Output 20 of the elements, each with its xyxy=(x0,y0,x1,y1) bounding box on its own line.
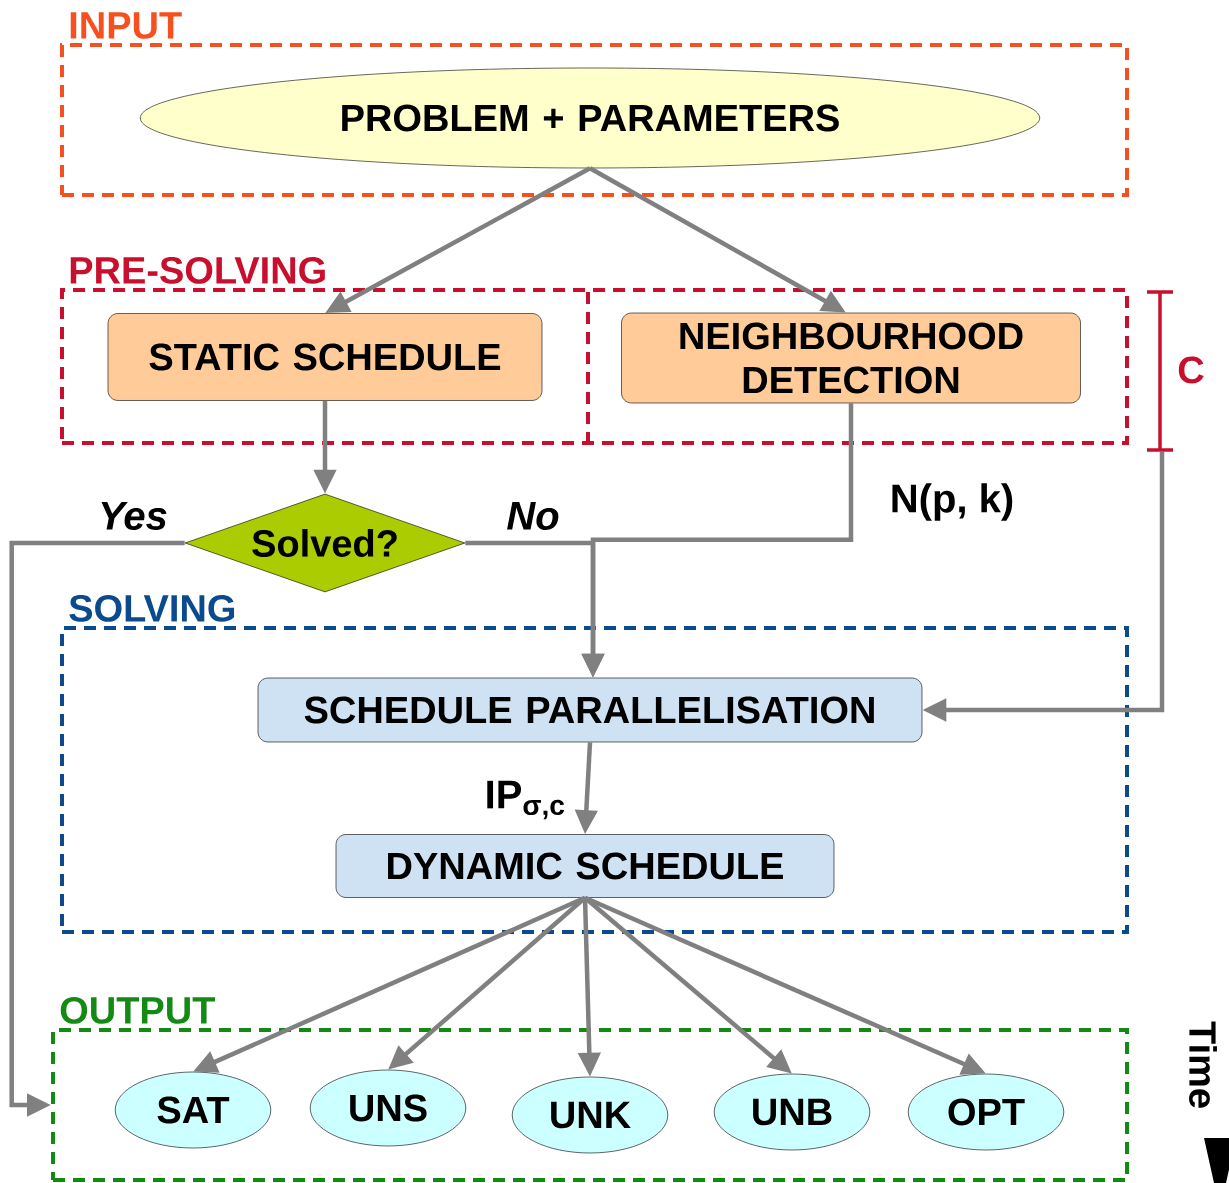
node-label: PRE-SOLVING xyxy=(70,256,325,284)
node-label: OUTPUT xyxy=(60,996,216,1024)
process-box: STATIC SCHEDULE xyxy=(107,313,543,401)
edge-label: Yes xyxy=(101,502,167,530)
text-label: Time xyxy=(1189,1021,1217,1108)
ellipse-node: UNK xyxy=(511,1076,669,1154)
ellipse-node: SAT xyxy=(114,1071,272,1149)
ellipse-node: PROBLEM + PARAMETERS xyxy=(140,67,1041,169)
node-label: INPUT xyxy=(70,12,182,39)
process-box: DYNAMIC SCHEDULE xyxy=(335,834,835,898)
text-label: C xyxy=(1178,356,1204,384)
node-label: SOLVING xyxy=(69,594,235,622)
ellipse-node: OPT xyxy=(907,1073,1065,1151)
process-box: SCHEDULE PARALLELISATION xyxy=(257,677,923,743)
process-box: NEIGHBOURHOOD DETECTION xyxy=(621,312,1081,404)
ellipse-node: UNB xyxy=(713,1073,871,1151)
edge-label: No xyxy=(507,502,559,530)
edge-label: IP$_{σ,c}$ xyxy=(487,780,565,820)
ellipse-node: UNS xyxy=(309,1069,467,1147)
edge-label: N(p, k) xyxy=(892,483,1013,521)
